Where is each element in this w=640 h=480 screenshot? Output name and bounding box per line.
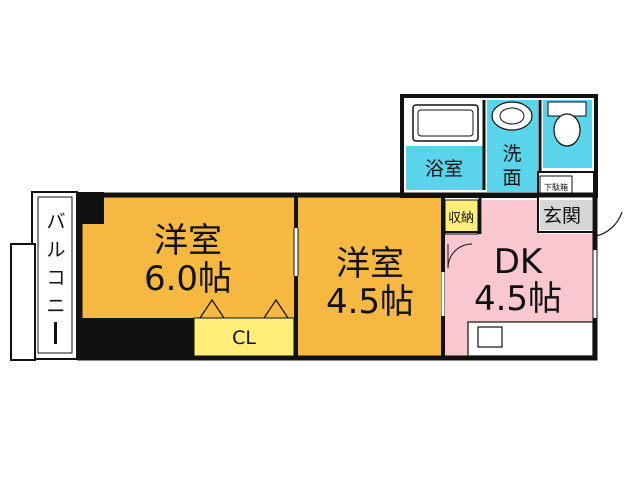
dining-kitchen-hall [482, 200, 538, 236]
balcony-char-5-mark [54, 322, 57, 344]
storage-label: 収納 [448, 211, 474, 226]
bathroom-floor [406, 146, 484, 190]
entrance-door [595, 200, 623, 237]
washroom-label-line1: 洗 [502, 143, 521, 165]
wall-block [78, 318, 194, 360]
entrance [540, 200, 592, 230]
balcony-char-2: ル [46, 239, 65, 261]
western-room-small-name: 洋室 [336, 244, 404, 284]
western-room-large-name: 洋室 [154, 221, 222, 261]
bathroom-label: 浴室 [425, 158, 463, 180]
western-room-small-size: 4.5帖 [326, 282, 414, 322]
dk-size: 4.5帖 [474, 279, 562, 319]
sink [477, 326, 503, 348]
western-room-large-size: 6.0帖 [144, 259, 232, 299]
entrance-label: 玄関 [543, 205, 581, 227]
closet-door-right [263, 298, 289, 319]
balcony [10, 191, 78, 361]
closet-door-left [199, 298, 225, 319]
closet-label: CL [232, 327, 256, 349]
dk-name: DK [494, 242, 544, 282]
western-room-small [298, 197, 441, 356]
balcony-char-4: ニ [46, 295, 65, 317]
toilet-icon [553, 113, 581, 147]
balcony-char-3: コ [46, 267, 65, 289]
washroom-label-line2: 面 [502, 167, 521, 189]
storage [444, 199, 479, 235]
windows [294, 228, 597, 318]
balcony-char-1: バ [46, 211, 65, 233]
western-room-large [82, 197, 294, 318]
wash-basin [491, 101, 533, 131]
shoe-box-label: 下駄箱 [544, 182, 568, 192]
